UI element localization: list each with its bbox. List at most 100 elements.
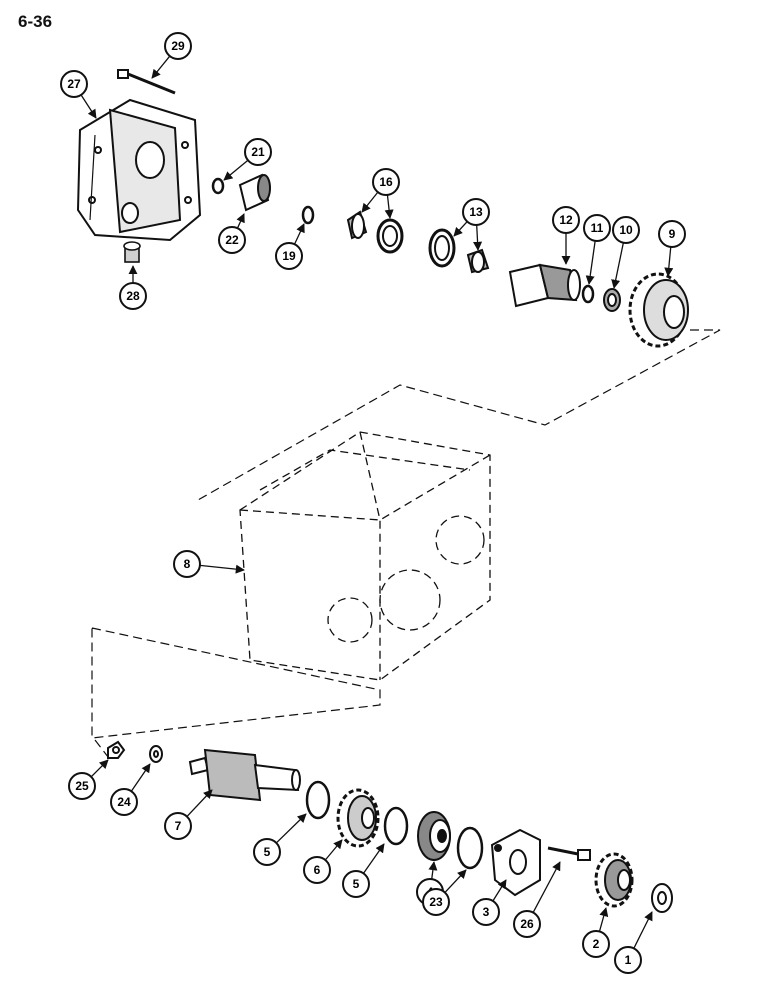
callout-circle	[658, 220, 686, 248]
callout-c27: 27	[60, 70, 97, 119]
callout-c22: 22	[218, 213, 246, 254]
ring-part-23	[456, 826, 484, 870]
shaft-part-12	[508, 263, 581, 308]
callout-leader-arrow	[585, 240, 596, 285]
callout-layer: 1234556789101112131619212223242526272829	[60, 32, 686, 974]
ring-part-5b	[383, 806, 409, 846]
callout-label: 7	[175, 819, 182, 833]
callout-leader-arrow	[444, 869, 467, 893]
bearing-part-13	[428, 228, 490, 274]
callout-label: 5	[264, 845, 271, 859]
callout-circle	[68, 772, 96, 800]
callout-circle	[612, 216, 640, 244]
callout-label: 27	[67, 77, 81, 91]
ring-part-21	[211, 177, 225, 195]
callout-circle	[303, 856, 331, 884]
callout-leader-arrow	[664, 246, 674, 277]
callout-c28: 28	[119, 265, 147, 310]
callout-label: 1	[625, 953, 632, 967]
callout-label: 10	[619, 223, 633, 237]
nut-part-25	[107, 740, 126, 759]
callout-label: 28	[126, 289, 140, 303]
callout-circle	[60, 70, 88, 98]
retainer-part-3	[490, 828, 541, 897]
callout-c6: 6	[303, 839, 343, 884]
callout-label: 23	[429, 895, 443, 909]
washer-part-24	[149, 745, 163, 763]
callout-label: 2	[593, 937, 600, 951]
bearing-part-10	[603, 288, 621, 312]
callout-c21: 21	[223, 138, 272, 181]
callout-leader-arrow	[293, 223, 305, 245]
ring-part-5a	[305, 780, 331, 820]
callout-circle	[164, 32, 192, 60]
callout-leader-arrow	[633, 911, 653, 949]
callout-c19: 19	[275, 223, 305, 270]
assembly-dashed-lines	[91, 329, 721, 763]
sleeve-part-22	[238, 173, 271, 212]
callout-label: 12	[559, 213, 573, 227]
callout-leader-arrow	[598, 907, 609, 932]
callout-label: 22	[225, 233, 239, 247]
callout-circle	[164, 812, 192, 840]
callout-circle	[614, 946, 642, 974]
callout-leader-arrow	[151, 55, 171, 79]
callout-label: 19	[282, 249, 296, 263]
callout-circle	[552, 206, 580, 234]
callout-leader-arrow	[324, 839, 343, 861]
callout-leader-arrow	[492, 879, 507, 902]
callout-label: 11	[591, 221, 604, 235]
callout-c7: 7	[164, 789, 213, 840]
page-number: 6-36	[18, 12, 53, 31]
callout-circle	[342, 870, 370, 898]
callout-leader-arrow	[275, 813, 307, 844]
callout-leader-arrow	[611, 242, 625, 289]
callout-c2: 2	[582, 907, 610, 958]
shaft-part-7	[188, 748, 301, 802]
callout-label: 26	[520, 917, 534, 931]
callout-circle	[244, 138, 272, 166]
callout-circle	[513, 910, 541, 938]
callout-leader-arrow	[361, 191, 379, 213]
callout-label: 21	[251, 145, 265, 159]
callout-leader-arrow	[186, 789, 213, 817]
callout-circle	[110, 788, 138, 816]
ring-part-11	[581, 284, 595, 304]
callout-label: 5	[353, 877, 360, 891]
callout-leader-arrow	[384, 194, 394, 219]
callout-circle	[253, 838, 281, 866]
callout-leader-arrow	[223, 159, 249, 181]
bolt-part-26	[547, 846, 591, 861]
callout-circle	[462, 198, 490, 226]
callout-c3: 3	[472, 879, 507, 926]
callout-circle	[422, 888, 450, 916]
callout-c5b: 5	[342, 843, 385, 898]
callout-circle	[218, 226, 246, 254]
callout-leader-arrow	[236, 213, 245, 229]
callout-circle	[119, 282, 147, 310]
callout-c10: 10	[611, 216, 640, 289]
callout-leader-arrow	[428, 861, 438, 880]
callout-leader-arrow	[532, 861, 561, 913]
callout-leader-arrow	[80, 94, 97, 119]
callout-c23: 23	[422, 869, 467, 916]
callout-circle	[582, 930, 610, 958]
bearing-part-4	[417, 811, 451, 861]
callout-c26: 26	[513, 861, 561, 938]
plug-part-28	[123, 241, 141, 263]
callout-c8: 8	[173, 550, 245, 578]
callout-label: 8	[184, 557, 191, 571]
callout-circle	[372, 168, 400, 196]
callout-label: 24	[117, 795, 131, 809]
callout-label: 29	[171, 39, 185, 53]
callout-c9: 9	[658, 220, 686, 277]
gear-part-9	[628, 272, 689, 348]
callout-label: 3	[483, 905, 490, 919]
bolt-part-29	[117, 69, 176, 95]
callout-c11: 11	[583, 214, 611, 285]
callout-c1: 1	[614, 911, 653, 974]
bearing-part-16	[346, 210, 404, 254]
callout-leader-arrow	[90, 759, 109, 778]
callout-c12: 12	[552, 206, 580, 265]
